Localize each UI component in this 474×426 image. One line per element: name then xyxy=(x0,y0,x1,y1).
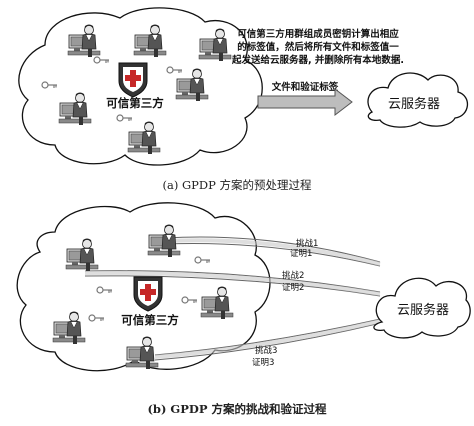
challenge-label: 挑战1 xyxy=(296,238,318,249)
cloud-server-label: 云服务器 xyxy=(388,96,440,112)
proof-label: 证明3 xyxy=(252,358,274,368)
trusted-party-label: 可信第三方 xyxy=(106,96,164,110)
cloud-server-bottom xyxy=(373,277,471,339)
proof-label: 证明1 xyxy=(290,249,312,259)
description-line: 起发送给云服务器, 并删除所有本地数据. xyxy=(231,54,404,66)
caption-a: (a) GPDP 方案的预处理过程 xyxy=(162,178,312,192)
link-beam-2 xyxy=(84,270,381,297)
upload-arrow xyxy=(257,87,353,117)
trusted-party-label: 可信第三方 xyxy=(121,313,179,327)
description-line: 的标签值，然后将所有文件和标签值一 xyxy=(237,41,399,53)
link-beam-3 xyxy=(154,317,386,361)
proof-label: 证明2 xyxy=(282,283,304,293)
description-line: 可信第三方用群组成员密钥计算出相应 xyxy=(237,28,399,40)
cloud-server-label: 云服务器 xyxy=(397,302,449,318)
challenge-label: 挑战2 xyxy=(282,270,304,281)
upload-arrow-label: 文件和验证标签 xyxy=(271,81,339,93)
cloud-server-top xyxy=(367,72,469,128)
link-beam-1 xyxy=(164,236,381,267)
caption-b: (b) GPDP 方案的挑战和验证过程 xyxy=(147,402,327,416)
challenge-label: 挑战3 xyxy=(255,345,277,356)
